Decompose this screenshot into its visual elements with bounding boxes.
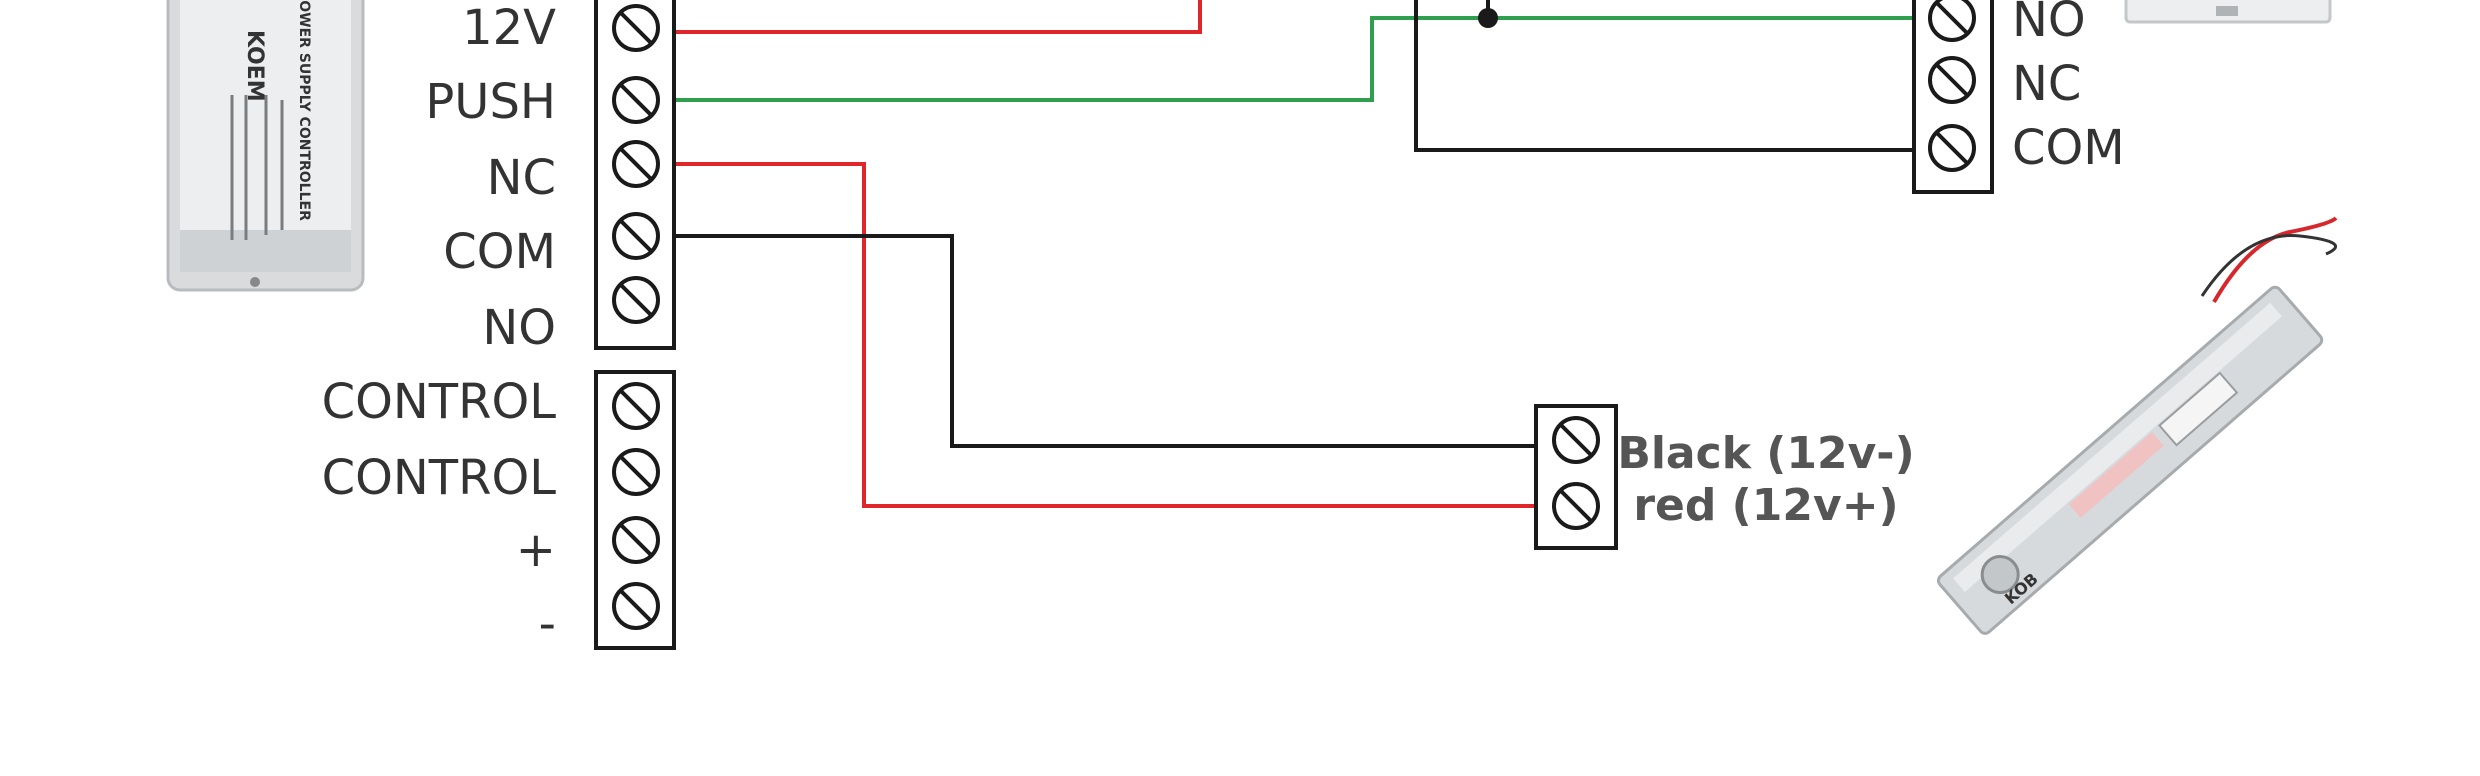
terminal-label-plus: + <box>516 522 556 578</box>
terminal-label-control-2: CONTROL <box>322 450 557 506</box>
terminal-label-no: NO <box>482 300 556 356</box>
controller-upper-terminal-block <box>594 0 676 350</box>
terminal-label-minus: - <box>539 596 556 652</box>
terminal-label-control-1: CONTROL <box>322 374 557 430</box>
terminal-label-nc: NC <box>487 150 556 206</box>
wire-12v-red <box>674 0 1202 34</box>
wire-junction-dot <box>1478 8 1498 28</box>
terminal-label-push: PUSH <box>425 74 556 130</box>
terminal-label-12v: 12V <box>462 0 556 56</box>
wire-push-green <box>674 16 1920 102</box>
terminal-label-com: COM <box>443 224 556 280</box>
button-terminal-labels: NO NC COM <box>2012 0 2125 176</box>
wires <box>674 0 1920 508</box>
controller-upper-labels: 12V PUSH NC COM NO <box>425 0 556 356</box>
lock-terminal-labels: Black (12v-) red (12v+) <box>1617 428 1914 531</box>
controller-model: POWER SUPPLY CONTROLLER <box>296 0 312 221</box>
button-label-com: COM <box>2012 120 2125 176</box>
controller-lower-labels: CONTROL CONTROL + - <box>322 374 557 652</box>
wire-nc-red <box>674 162 1536 508</box>
wire-button-loop-black <box>1414 0 1914 152</box>
wire-com-black <box>674 234 1536 448</box>
button-label-no: NO <box>2012 0 2086 48</box>
lock-label-black: Black (12v-) <box>1617 428 1914 479</box>
button-terminal-block <box>1912 0 1994 194</box>
button-label-nc: NC <box>2012 56 2081 112</box>
lock-wire-black <box>2200 234 2338 297</box>
controller-brand: KOEM <box>242 30 267 102</box>
lock-wire-red <box>2212 216 2338 304</box>
controller-lower-terminal-block <box>594 370 676 650</box>
power-supply-controller: KOEM POWER SUPPLY CONTROLLER <box>166 0 365 292</box>
lock-terminal-block <box>1534 404 1618 550</box>
exit-button-device <box>2124 0 2332 24</box>
electric-bolt-lock: KOB <box>1936 216 2338 635</box>
lock-label-red: red (12v+) <box>1633 480 1898 531</box>
